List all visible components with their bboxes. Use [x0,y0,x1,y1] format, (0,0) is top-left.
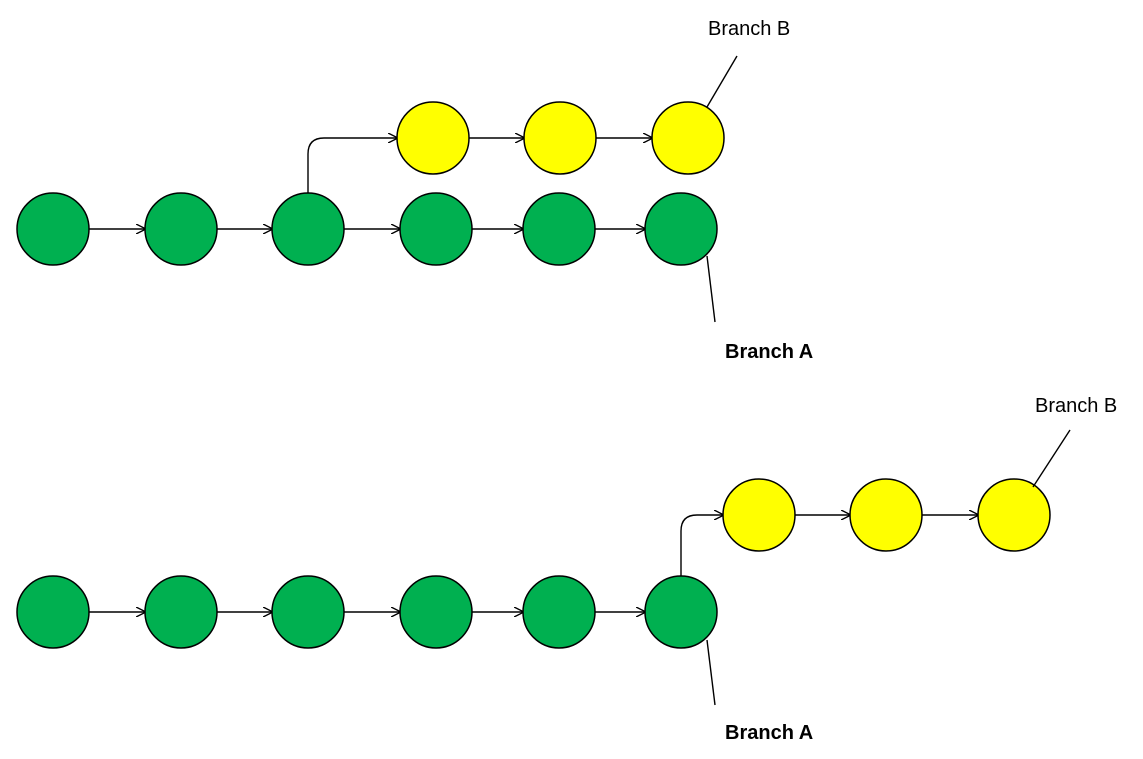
branch-b-label: Branch B [708,18,790,40]
branch-a-commit-node [144,575,218,649]
diagram-before-nodes [16,101,725,266]
branch-a-commit-node [16,192,90,266]
branch-b-label: Branch B [1035,395,1117,417]
branch-b-leader-line [706,55,738,108]
branch-b-commit-node [651,101,725,175]
branch-a-label: Branch A [725,722,813,744]
branch-a-commit-node [144,192,218,266]
diagram-after-nodes [16,478,1051,649]
diagram-before: Branch B Branch A [16,18,813,363]
branch-b-commit-node [849,478,923,552]
branch-a-commit-node [644,192,718,266]
branch-b-commit-node [523,101,597,175]
branch-a-commit-node [271,192,345,266]
branch-a-commit-node [522,575,596,649]
diagram-before-edges [89,138,652,229]
branch-b-commit-node [977,478,1051,552]
branch-a-commit-node [522,192,596,266]
branch-b-commit-node [722,478,796,552]
diagram-after: Branch B Branch A [16,395,1117,744]
branch-a-leader-line [706,639,716,706]
diagram-after-edges [89,515,978,612]
branch-a-label: Branch A [725,341,813,363]
fork-edge [680,515,723,576]
branch-b-leader-line [1032,429,1071,488]
branch-a-commit-node [16,575,90,649]
branch-a-leader-line [706,255,716,323]
branch-a-commit-node [644,575,718,649]
branch-a-commit-node [399,575,473,649]
branch-a-commit-node [271,575,345,649]
branch-a-commit-node [399,192,473,266]
fork-edge [307,138,397,193]
branch-b-commit-node [396,101,470,175]
